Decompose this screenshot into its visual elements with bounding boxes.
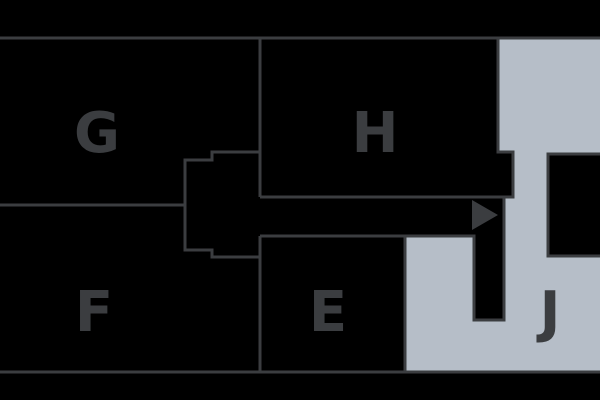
- wall-j-inner-room: [546, 152, 600, 258]
- wall-corridor-u: [405, 198, 506, 322]
- wall-corridor-step: [183, 150, 260, 205]
- wall-h-bottom: [260, 38, 515, 199]
- room-label-h: H: [352, 101, 399, 166]
- wall-corridor-step-lower: [183, 205, 260, 259]
- direction-arrow-icon: [472, 200, 498, 230]
- room-label-f: F: [75, 280, 113, 345]
- room-label-j: J: [536, 280, 561, 345]
- room-label-g: G: [74, 101, 120, 166]
- room-j-area[interactable]: [405, 38, 600, 372]
- room-label-e: E: [309, 280, 347, 345]
